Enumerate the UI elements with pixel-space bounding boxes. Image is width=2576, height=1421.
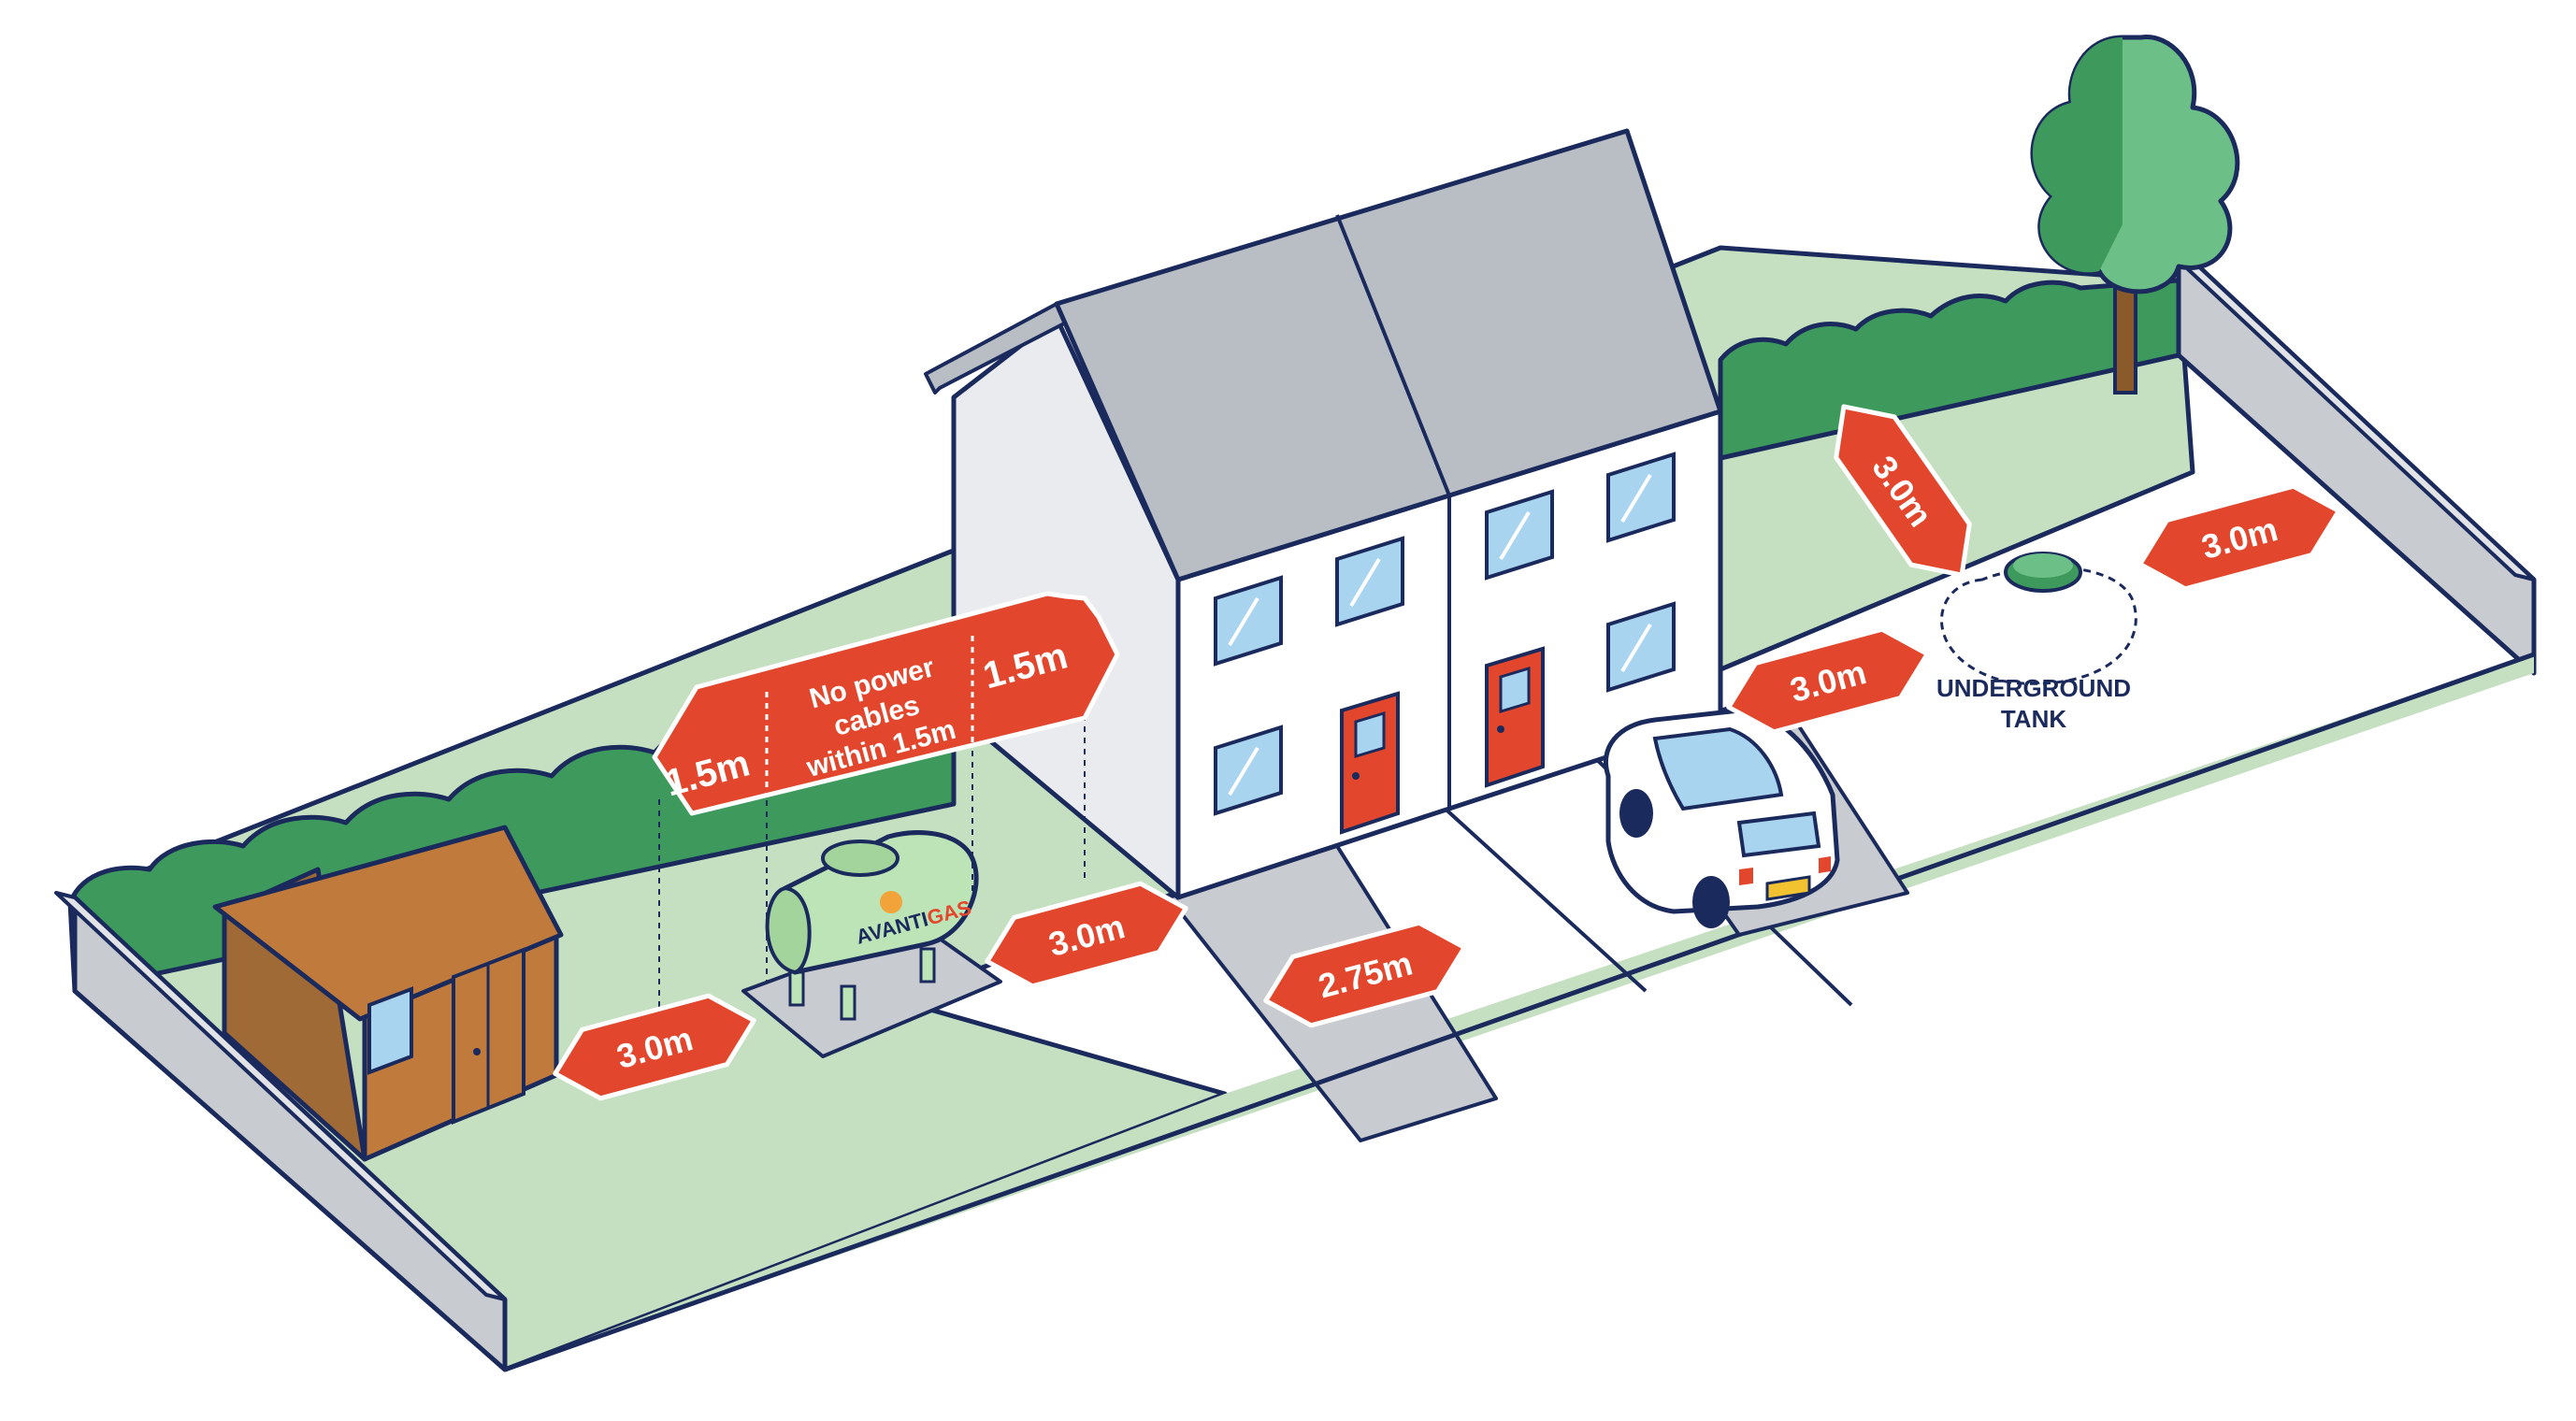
cable-banner: 1.5m 1.5m No power cables within 1.5m [652, 591, 1120, 816]
shed-window [367, 986, 413, 1075]
front-door-left [1340, 691, 1400, 835]
tree [2030, 35, 2240, 395]
window-lower-4 [1606, 601, 1676, 693]
house-roof [1054, 128, 1723, 582]
roof-ridge-divider [1335, 214, 1451, 496]
window-lower-1 [1214, 725, 1283, 816]
garden-divider-1 [1438, 802, 1648, 993]
tank-end [765, 885, 812, 975]
ug-clearance-left-label: 3.0m [1726, 626, 1930, 735]
house-gable-edge [924, 302, 1068, 395]
shed [212, 825, 564, 1162]
underground-tank [1940, 552, 2137, 685]
lpg-tank: AVANTIGAS [741, 830, 1002, 1058]
path-width-label: 2.75m [1263, 920, 1467, 1028]
avantigas-flame-icon [880, 891, 902, 913]
tank-clearance-label: 3.0m [985, 881, 1188, 989]
fence-left-top [54, 891, 507, 1301]
tank-valve-cover [821, 840, 899, 877]
cable-banner-shape [652, 591, 1120, 816]
underground-tank-label-line2: TANK [2001, 705, 2067, 733]
ug-clearance-right-label: 3.0m [2137, 483, 2341, 592]
underground-tank-label-line1: UNDERGROUND [1936, 674, 2131, 702]
car [1603, 708, 1840, 928]
window-upper-4 [1606, 452, 1676, 543]
front-door-right [1485, 646, 1545, 788]
ug-clearance-top-label: 3.0m [1834, 404, 1972, 578]
window-upper-2 [1335, 536, 1404, 627]
garden-edge-front [504, 652, 2535, 1372]
window-upper-1 [1214, 575, 1283, 667]
hedge-right [1718, 278, 2181, 461]
window-upper-3 [1485, 489, 1554, 581]
shed-clearance-label: 3.0m [553, 993, 756, 1101]
shed-roof [212, 825, 564, 1022]
house [924, 128, 1723, 900]
